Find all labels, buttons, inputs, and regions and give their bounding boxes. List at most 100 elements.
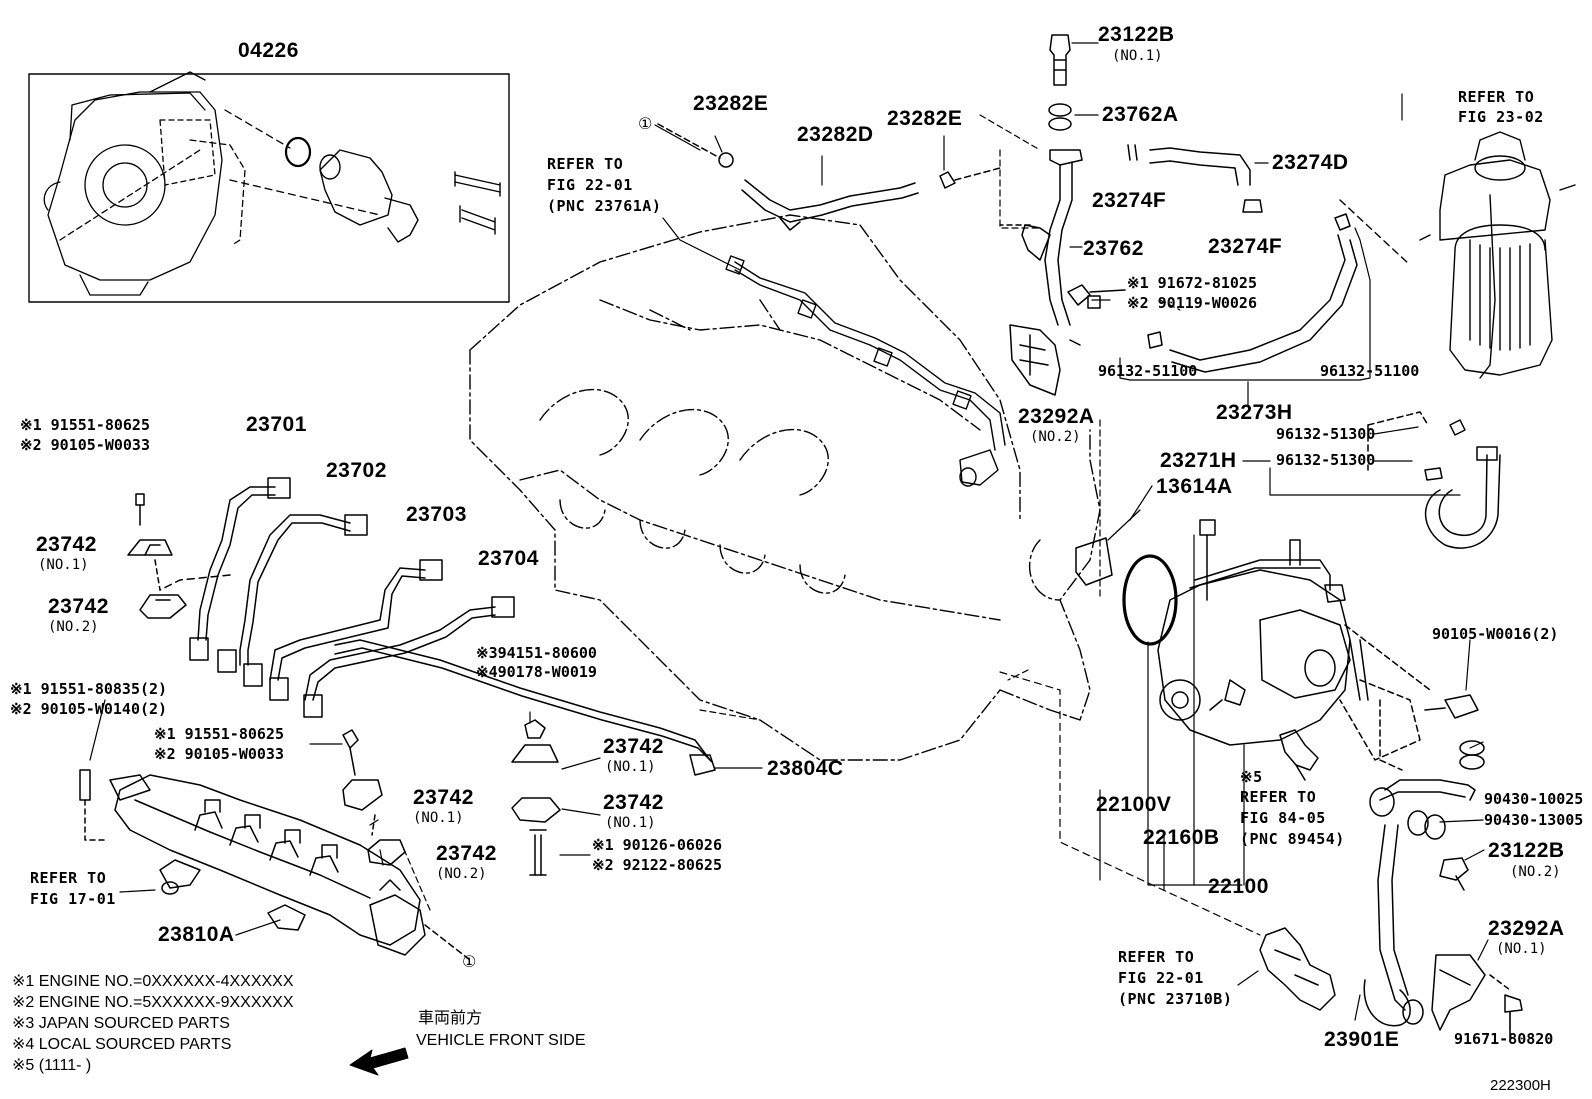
direction-label-en: VEHICLE FRONT SIDE	[416, 1032, 586, 1049]
part-23703-label: 23703	[406, 503, 467, 526]
refer-fig2302-line1: REFER TO	[1458, 88, 1535, 106]
part-23282e-left-label: 23282E	[693, 92, 769, 115]
pump-illustration	[43, 71, 381, 296]
pressure-sensor	[1259, 927, 1336, 1011]
fuel-filter	[1339, 131, 1576, 436]
part-23742-c-sub: (NO.1)	[605, 759, 656, 775]
part-23282d-label: 23282D	[797, 123, 874, 146]
part-23274f-a-label: 23274F	[1092, 189, 1167, 212]
part-23810a-label: 23810A	[158, 923, 235, 946]
part-23292a-no1-label: 23292A	[1488, 917, 1565, 940]
legend-note-5: ※5 (1111- )	[12, 1057, 92, 1074]
refer-fig2201-top-line1: REFER TO	[547, 155, 624, 173]
clamps-23742	[127, 493, 561, 876]
pump-leader-lines	[999, 534, 1261, 936]
legend-note-3: ※3 JAPAN SOURCED PARTS	[12, 1015, 230, 1032]
refer-fig1701-line1: REFER TO	[30, 869, 107, 887]
gasket-and-oring	[1075, 509, 1178, 646]
refer-fig2302-line2: FIG 23-02	[1458, 108, 1544, 126]
fuel-temp-sensor	[1279, 729, 1319, 781]
supply-pump	[1157, 519, 1431, 761]
injection-pipes	[159, 477, 515, 718]
part-23271h-label: 23271H	[1160, 449, 1237, 472]
gasket-90430-10025: 90430-10025	[1484, 790, 1584, 808]
leak-pipe-top	[725, 255, 1006, 487]
hose-23282	[657, 123, 1001, 231]
nut-mid-code2: ※490178-W0019	[476, 663, 597, 681]
part-13614a-label: 13614A	[1156, 475, 1233, 498]
part-23742-b-sub: (NO.2)	[48, 619, 99, 635]
refer-fig1701-line2: FIG 17-01	[30, 890, 116, 908]
bolt-rail-code2: ※2 90105-W0140(2)	[10, 700, 168, 718]
label-leaders	[89, 42, 1511, 1031]
stud-code1: ※1 90126-06026	[592, 836, 722, 854]
right-lower-parts	[1363, 694, 1523, 1041]
direction-label-jp: 車両前方	[418, 1010, 483, 1027]
circled-ref-bottom: ①	[462, 952, 477, 971]
part-22100v-label: 22100V	[1096, 793, 1172, 816]
bolt-mid-code1: ※1 91551-80625	[154, 725, 284, 743]
part-23122b-no2-label: 23122B	[1488, 839, 1565, 862]
part-23742-c-label: 23742	[603, 735, 664, 758]
part-23742-d-label: 23742	[413, 786, 474, 809]
part-23122b-no2-sub: (NO.2)	[1510, 864, 1561, 880]
scv-valve-illustration	[284, 136, 501, 243]
part-23742-a-label: 23742	[36, 533, 97, 556]
bolt-mid-code2: ※2 90105-W0033	[154, 745, 284, 763]
part-23762-label: 23762	[1083, 237, 1144, 260]
clip-96132-51100-right: 96132-51100	[1320, 362, 1420, 380]
part-22100-label: 22100	[1208, 875, 1269, 898]
part-23742-d-sub: (NO.1)	[413, 810, 464, 826]
refer-fig2201-top-line3: (PNC 23761A)	[547, 197, 662, 215]
part-23701-label: 23701	[246, 413, 307, 436]
bolt-tl-code2: ※2 90105-W0033	[20, 436, 150, 454]
fuel-return-assembly	[999, 34, 1371, 406]
nut-mid-code1: ※394151-80600	[476, 644, 597, 662]
bracket-23292a-no2	[1009, 284, 1126, 396]
part-23282e-right-label: 23282E	[887, 107, 963, 130]
refer-fig2201-bot-line1: REFER TO	[1118, 948, 1195, 966]
vehicle-front-arrow	[349, 1047, 409, 1076]
dashed-leaders	[399, 114, 1181, 911]
part-23292a-no2-label: 23292A	[1018, 405, 1095, 428]
part-23742-f-label: 23742	[436, 842, 497, 865]
part-23273h-label: 23273H	[1216, 401, 1293, 424]
part-23704-label: 23704	[478, 547, 539, 570]
part-23292a-no2-sub: (NO.2)	[1030, 429, 1081, 445]
bolt-rail-code1: ※1 91551-80835(2)	[10, 680, 168, 698]
legend-note-4: ※4 LOCAL SOURCED PARTS	[12, 1036, 232, 1053]
refer-fig2201-bot-line3: (PNC 23710B)	[1118, 990, 1233, 1008]
bolt-23762-code2: ※2 90119-W0026	[1127, 294, 1257, 312]
part-23742-e-label: 23742	[603, 791, 664, 814]
refer-fig8405-line3: (PNC 89454)	[1240, 830, 1345, 848]
clip-96132-51300-a: 96132-51300	[1276, 425, 1376, 443]
hose-23271h	[1269, 411, 1501, 549]
refer-fig8405-note: ※5	[1240, 768, 1263, 786]
refer-fig2201-bot-line2: FIG 22-01	[1118, 969, 1204, 987]
return-pipe-23804c	[334, 639, 763, 776]
part-23762a-label: 23762A	[1102, 103, 1179, 126]
figure-id: 222300H	[1490, 1077, 1551, 1094]
part-04226-label: 04226	[238, 39, 299, 62]
part-23292a-no1-sub: (NO.1)	[1496, 941, 1547, 957]
inset-04226	[28, 71, 510, 303]
part-23742-a-sub: (NO.1)	[38, 557, 89, 573]
part-23274f-b-label: 23274F	[1208, 235, 1283, 258]
part-23901e-label: 23901E	[1324, 1028, 1400, 1051]
stud-code2: ※2 92122-80625	[592, 856, 722, 874]
part-23702-label: 23702	[326, 459, 387, 482]
bolt-90105-w0016: 90105-W0016(2)	[1432, 625, 1559, 643]
circled-ref-top: ①	[638, 114, 653, 133]
engine-block-outline	[469, 214, 1101, 761]
part-23274d-label: 23274D	[1272, 151, 1349, 174]
part-23742-f-sub: (NO.2)	[436, 866, 487, 882]
bolt-tl-code1: ※1 91551-80625	[20, 416, 150, 434]
common-rail	[79, 769, 471, 961]
legend-note-2: ※2 ENGINE NO.=5XXXXXX-9XXXXXX	[12, 994, 294, 1011]
bolt-91671-80820: 91671-80820	[1454, 1030, 1554, 1048]
clip-96132-51100-left: 96132-51100	[1098, 362, 1198, 380]
legend-note-1: ※1 ENGINE NO.=0XXXXXX-4XXXXXX	[12, 973, 294, 990]
refer-fig2201-top-line2: FIG 22-01	[547, 176, 633, 194]
